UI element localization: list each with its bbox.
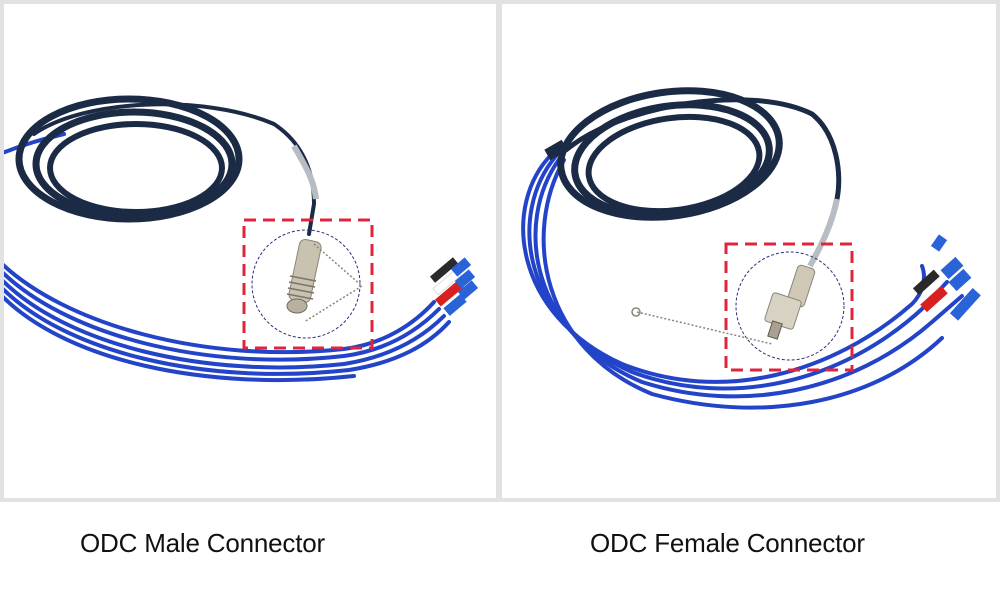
- male-connector-body: [286, 239, 322, 314]
- female-connector-photo: [502, 4, 996, 498]
- lc-connectors: [912, 234, 981, 321]
- chain-ring: [631, 307, 641, 317]
- image-frame: [0, 0, 1000, 502]
- coiled-trunk-cable: [15, 95, 317, 236]
- male-connector-caption: ODC Male Connector: [80, 528, 325, 558]
- female-connector-body: [764, 264, 816, 340]
- female-connector-caption: ODC Female Connector: [590, 528, 865, 558]
- dust-cap-chain: [303, 243, 364, 323]
- highlight-box: [724, 242, 854, 372]
- lc-connectors: [429, 257, 479, 316]
- blue-fanout-cables: [4, 132, 451, 383]
- highlight-circle: [735, 251, 845, 361]
- grey-cable-sleeve: [807, 198, 840, 268]
- highlight-box: [242, 218, 374, 350]
- dust-cap-chain: [636, 311, 773, 345]
- grey-cable-sleeve: [291, 144, 319, 200]
- male-connector-photo: [4, 4, 496, 498]
- coiled-trunk-cable: [557, 87, 842, 221]
- breakout-sleeve: [544, 139, 568, 161]
- dust-cap: [930, 234, 948, 252]
